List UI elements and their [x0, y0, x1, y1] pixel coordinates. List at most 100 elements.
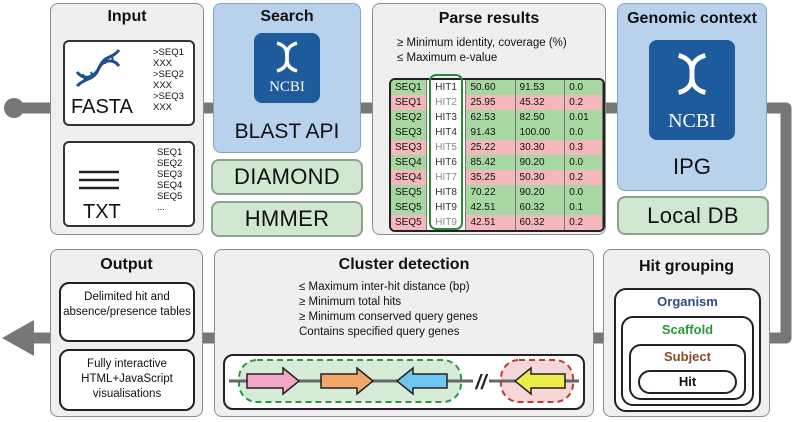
parse-criterion: ≥ Minimum identity, coverage (%): [397, 37, 567, 49]
ncbi-logo-text: NCBI: [269, 79, 305, 95]
hit-cell: HIT1: [426, 80, 467, 95]
coverage-cell: 90.20: [515, 185, 566, 200]
txt-label: TXT: [83, 201, 121, 223]
txt-line: ...: [157, 202, 165, 213]
evalue-cell: 0.3: [564, 140, 603, 155]
hit-grouping-title: Hit grouping: [638, 258, 735, 275]
query-cell: SEQ4: [391, 170, 427, 185]
gene-cluster-diagram: //: [229, 359, 579, 403]
identity-cell: 35.25: [465, 170, 516, 185]
coverage-cell: 91.53: [515, 80, 566, 95]
output-visualisations-text: Fully interactive HTML+JavaScript visual…: [81, 358, 173, 400]
fasta-line: XXX: [153, 58, 173, 69]
gene-cluster-box: //: [223, 354, 585, 410]
query-cell: SEQ2: [391, 110, 427, 125]
fasta-line: >SEQ2: [153, 69, 184, 80]
hit-group: Hit: [638, 370, 737, 394]
evalue-cell: 0.2: [564, 215, 603, 230]
hit-grouping-panel: Hit grouping Organism Scaffold Subject H…: [603, 249, 770, 417]
hit-cell: HIT9: [426, 200, 467, 215]
fasta-line: XXX: [153, 102, 173, 113]
hit-label: Hit: [678, 374, 697, 389]
identity-cell: 85.42: [465, 155, 516, 170]
cluster-criterion: ≥ Minimum total hits: [299, 296, 402, 308]
ncbi-logo: NCBI: [254, 33, 320, 103]
coverage-cell: 90.20: [515, 155, 566, 170]
dna-icon: [75, 48, 121, 88]
coverage-cell: 60.32: [515, 200, 566, 215]
break-symbol: //: [474, 372, 489, 394]
hit-column-highlight: [429, 74, 463, 230]
coverage-cell: 82.50: [515, 110, 566, 125]
genomic-context-panel: Genomic context NCBI IPG: [617, 3, 767, 191]
gene-arrow-2: [320, 366, 375, 396]
coverage-cell: 50.30: [515, 170, 566, 185]
identity-cell: 42.51: [465, 200, 516, 215]
evalue-cell: 0.0: [564, 80, 603, 95]
genomic-context-title: Genomic context: [627, 10, 757, 27]
hit-cell: HIT7: [426, 170, 467, 185]
query-cell: SEQ5: [391, 200, 427, 215]
cluster-criteria: ≤ Maximum inter-hit distance (bp) ≥ Minim…: [299, 280, 478, 340]
coverage-cell: 100.00: [515, 125, 566, 140]
ncbi-helix-icon-2: [677, 53, 707, 95]
evalue-cell: 0.2: [564, 170, 603, 185]
evalue-cell: 0.01: [564, 110, 603, 125]
cluster-criterion: Contains specified query genes: [299, 326, 460, 338]
hit-cell: HIT8: [426, 185, 467, 200]
cluster-criterion: ≥ Minimum conserved query genes: [299, 311, 478, 323]
output-tables-box: Delimited hit and absence/presence table…: [59, 282, 195, 342]
subject-label: Subject: [664, 349, 711, 364]
output-tables-text: Delimited hit and absence/presence table…: [63, 291, 191, 318]
evalue-cell: 0.2: [564, 95, 603, 110]
hit-cell: HIT4: [426, 125, 467, 140]
hit-cell: HIT3: [426, 110, 467, 125]
ncbi-logo-text-2: NCBI: [668, 110, 716, 132]
output-panel: Output Delimited hit and absence/presenc…: [50, 249, 203, 417]
parse-criterion: ≤ Maximum e-value: [397, 52, 498, 64]
gene-arrow-4: [513, 366, 566, 396]
hit-cell: HIT6: [426, 155, 467, 170]
query-cell: SEQ1: [391, 80, 427, 95]
search-panel: Search NCBI BLAST API: [213, 3, 361, 153]
evalue-cell: 0.0: [564, 185, 603, 200]
identity-cell: 42.51: [465, 215, 516, 230]
search-title: Search: [260, 8, 314, 25]
evalue-cell: 0.0: [564, 125, 603, 140]
query-cell: SEQ4: [391, 155, 427, 170]
ipg-label: IPG: [673, 154, 711, 179]
txt-line: SEQ3: [157, 169, 183, 180]
hmmer-option: HMMER: [211, 201, 363, 237]
txt-line: SEQ5: [157, 191, 183, 202]
hit-cell: HIT2: [426, 95, 467, 110]
parse-results-panel: Parse results ≥ Minimum identity, covera…: [372, 3, 606, 235]
blast-api-label: BLAST API: [234, 120, 340, 143]
diamond-option: DIAMOND: [211, 159, 363, 195]
scaffold-label: Scaffold: [661, 322, 714, 337]
text-lines-icon: [79, 170, 119, 190]
parse-results-title: Parse results: [438, 10, 540, 27]
cluster-criterion: ≤ Maximum inter-hit distance (bp): [299, 281, 470, 293]
identity-cell: 62.53: [465, 110, 516, 125]
ncbi-helix-icon: [276, 41, 298, 73]
txt-line: SEQ1: [157, 147, 183, 158]
query-cell: SEQ1: [391, 95, 427, 110]
query-cell: SEQ3: [391, 125, 427, 140]
identity-cell: 25.95: [465, 95, 516, 110]
fasta-line: >SEQ1: [153, 47, 184, 58]
txt-line: SEQ2: [157, 158, 183, 169]
